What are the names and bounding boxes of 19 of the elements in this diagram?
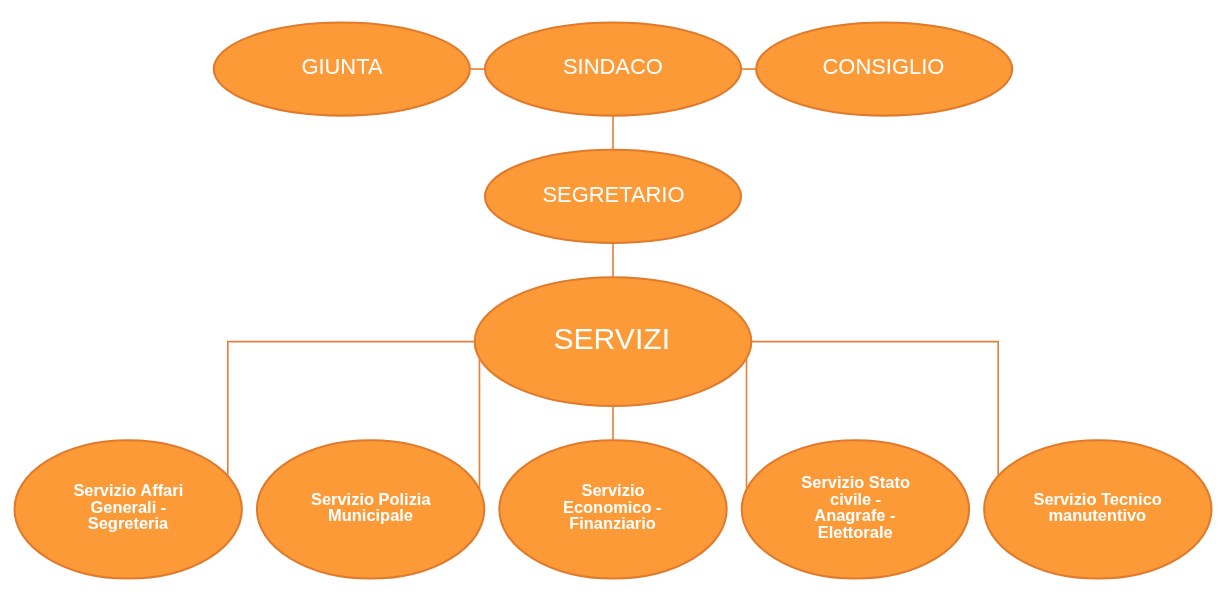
connector: [227, 340, 476, 477]
node-ellipse: SINDACO: [483, 21, 743, 117]
connector: [469, 68, 486, 70]
node-ellipse: SERVIZI: [473, 276, 753, 407]
node-ellipse: Servizio Affari Generali - Segreteria: [13, 439, 243, 580]
node-ellipse: Servizio Stato civile - Anagrafe - Elettorale: [740, 439, 971, 580]
connector: [612, 405, 614, 441]
node-ellipse: Servizio Economico - Finanziario: [498, 439, 728, 580]
connector: [740, 68, 757, 70]
node-ellipse: SEGRETARIO: [483, 148, 743, 244]
connector: [478, 358, 481, 491]
node-ellipse: GIUNTA: [212, 21, 471, 117]
connector: [745, 358, 748, 491]
node-ellipse: Servizio Tecnico manutentivo: [983, 439, 1213, 580]
node-ellipse: CONSIGLIO: [755, 21, 1014, 117]
node-ellipse: Servizio Polizia Municipale: [255, 439, 486, 580]
connector: [612, 242, 614, 278]
connector: [750, 340, 999, 477]
connector: [612, 114, 614, 151]
